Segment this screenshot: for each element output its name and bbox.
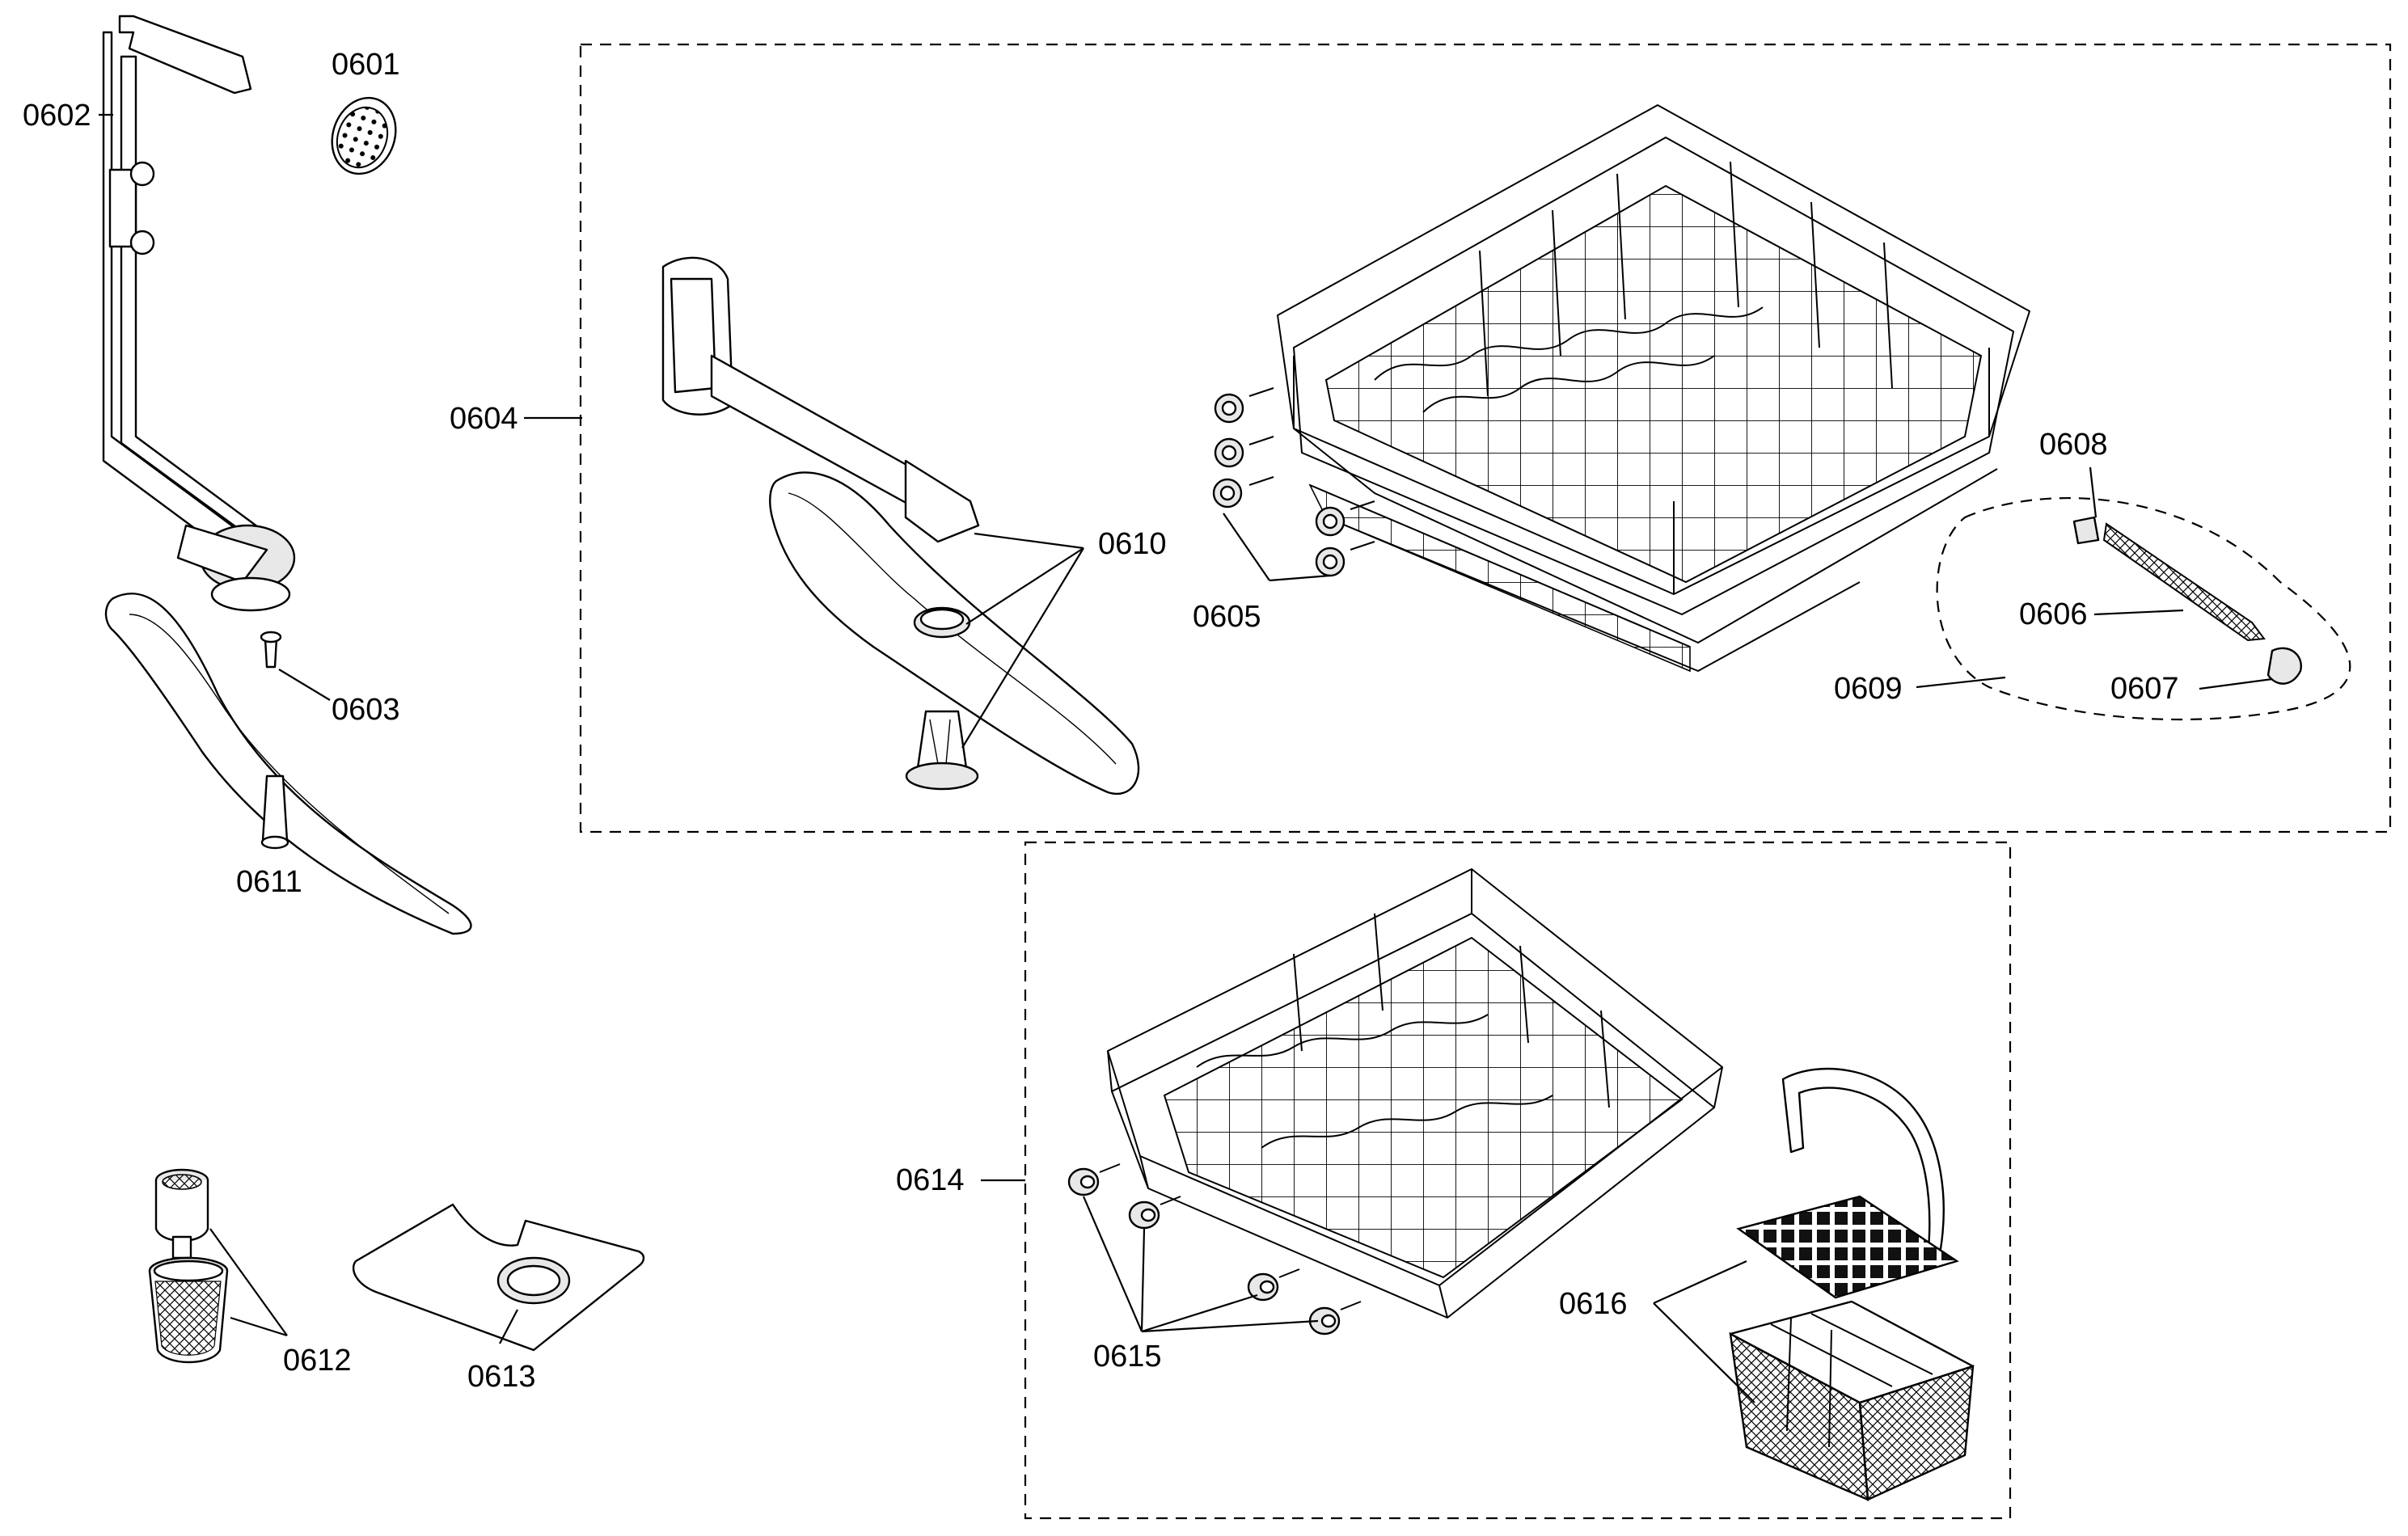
label-0614: 0614 [896,1163,965,1197]
label-0602: 0602 [23,99,91,133]
rack-adjuster-group-outline [1936,496,2351,721]
upper-rack-rollers-part [1212,387,1375,577]
label-0603: 0603 [332,693,400,727]
label-0613: 0613 [467,1360,536,1394]
lower-rack-part [1107,868,1723,1319]
label-0610: 0610 [1098,527,1167,561]
label-0608: 0608 [2039,428,2108,462]
upper-spray-arm-part [661,256,1140,795]
upper-rack-part [1277,104,2030,673]
label-0601: 0601 [332,48,400,82]
part-labels: 0601 0602 0603 0604 0605 0606 0607 0608 … [23,48,2179,1394]
filter-disk-part [331,96,397,175]
leader-lines [99,113,2273,1403]
supply-tube-part [102,15,296,612]
lower-spray-arm-part [104,593,472,935]
label-0609: 0609 [1834,672,1903,706]
label-0611: 0611 [236,865,302,899]
label-0606: 0606 [2019,597,2088,631]
label-0612: 0612 [283,1344,352,1378]
label-0607: 0607 [2110,672,2179,706]
lower-rack-rollers-part [1067,1163,1362,1336]
fine-filter-plate-part [352,1203,645,1352]
lower-rack-group-box [1024,841,2012,1520]
label-0604: 0604 [450,402,518,436]
screw-part [260,631,282,669]
label-0615: 0615 [1093,1340,1162,1374]
filter-assembly-part [148,1168,229,1364]
label-0616: 0616 [1559,1287,1628,1321]
upper-rack-group-box [579,43,2392,833]
label-0605: 0605 [1193,600,1261,634]
cutlery-basket-part [1729,1067,1975,1501]
rack-adjuster-part [2072,516,2302,685]
